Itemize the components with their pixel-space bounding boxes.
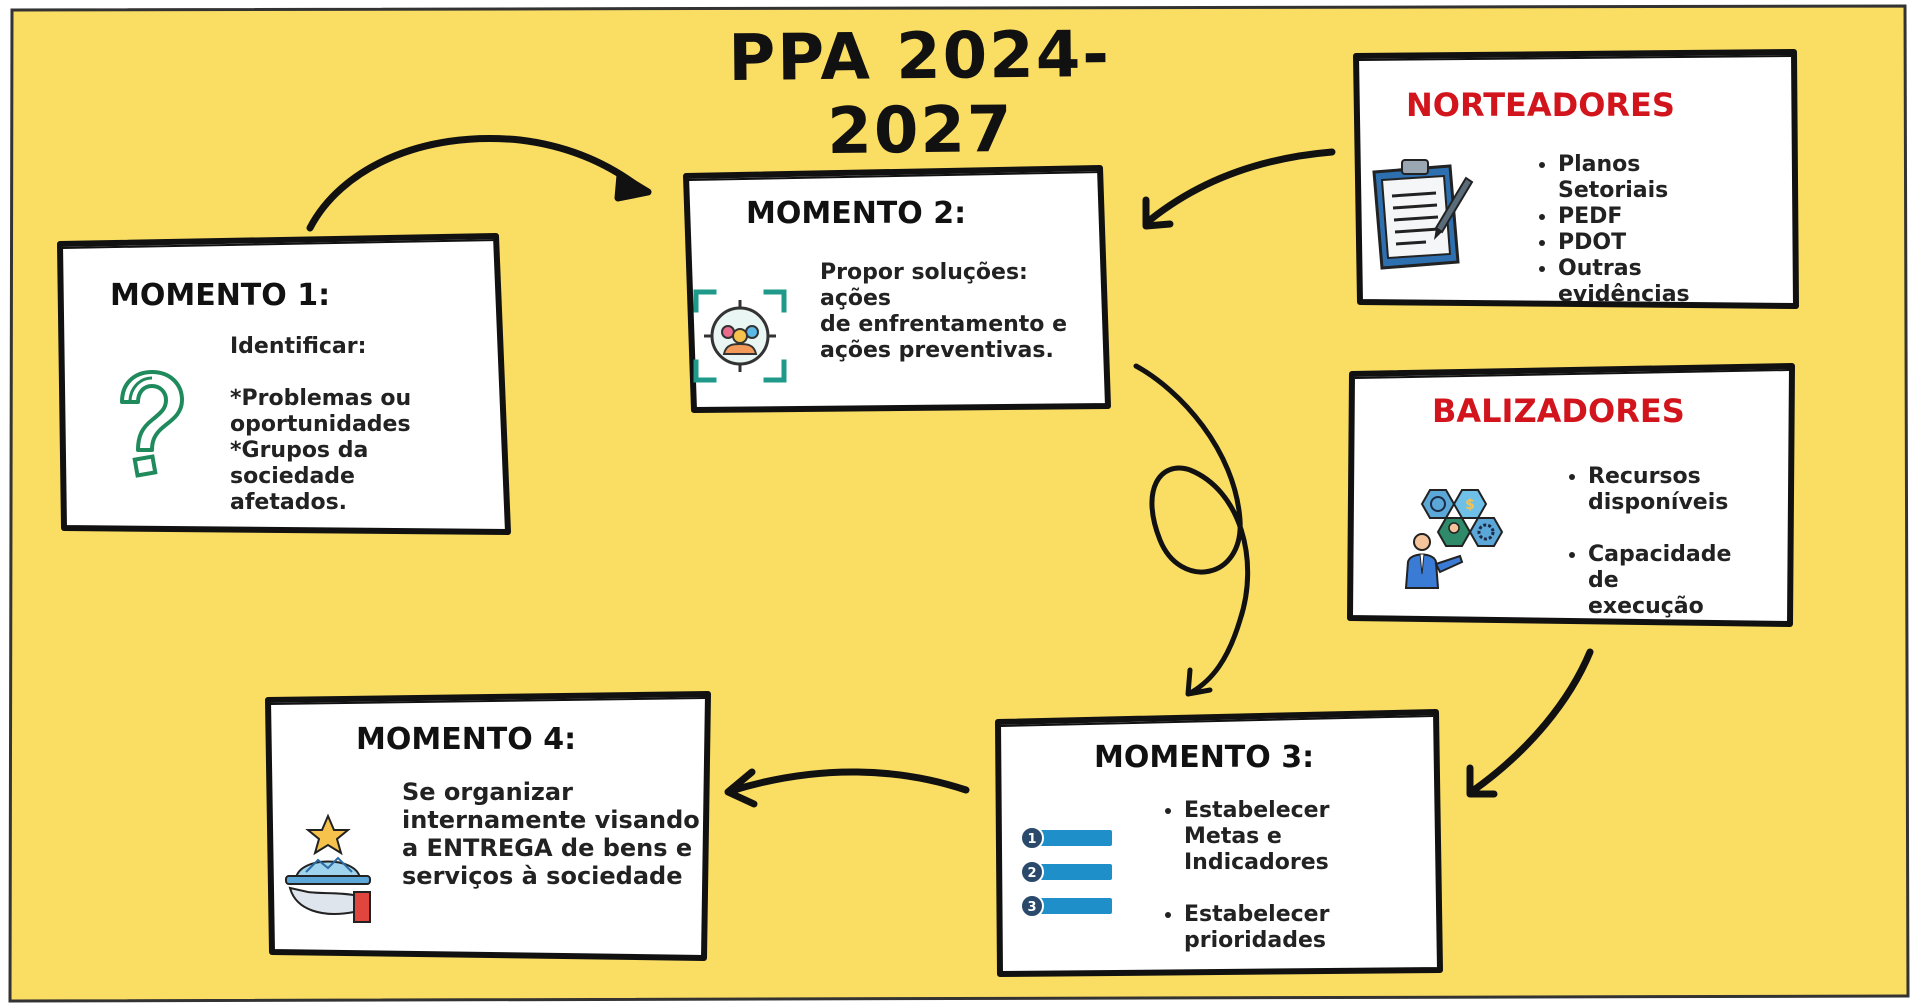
momento1-intro: Identificar: (230, 334, 367, 359)
balizadores-item: Capacidade de execução (1588, 542, 1731, 620)
norteadores-item: PDOT (1558, 230, 1690, 256)
momento3-list: Estabelecer Metas e Indicadores Estabele… (1158, 798, 1329, 954)
balizadores-item: Recursos disponíveis (1588, 464, 1731, 516)
target-group-icon (693, 289, 787, 383)
momento1-heading: MOMENTO 1: (110, 278, 331, 313)
momento2-heading: MOMENTO 2: (746, 196, 967, 231)
balizadores-item-line: execução (1588, 594, 1704, 619)
momento1-box (57, 233, 511, 535)
momento1-line: afetados. (230, 490, 348, 515)
delivery-hand-icon (285, 813, 371, 923)
momento3-item: Estabelecer Metas e Indicadores (1184, 798, 1329, 876)
balizadores-item-line: disponíveis (1588, 490, 1729, 515)
momento3-item-line: prioridades (1184, 928, 1327, 953)
balizadores-list: Recursos disponíveis Capacidade de execu… (1562, 464, 1731, 620)
numbered-list-icon: 1 2 3 (1020, 826, 1112, 916)
arrow-norteadores-to-m2 (1142, 148, 1336, 230)
momento3-item: Estabelecer prioridades (1184, 902, 1329, 954)
momento1-line: *Grupos da sociedade (230, 438, 369, 489)
momento4-line: Se organizar (402, 778, 573, 806)
clipboard-icon (1372, 159, 1474, 270)
momento1-line: *Problemas ou (230, 386, 412, 411)
momento1-text: Identificar: *Problemas ou oportunidades… (230, 334, 490, 516)
norteadores-box (1353, 49, 1799, 309)
balizadores-heading: BALIZADORES (1432, 392, 1685, 430)
momento1-line: oportunidades (230, 412, 411, 437)
balizadores-item-line: Recursos (1588, 464, 1701, 489)
balizadores-item-line: Capacidade de (1588, 542, 1732, 593)
arrow-m2-to-m3 (1133, 363, 1251, 697)
momento3-item-line: Estabelecer (1184, 902, 1330, 927)
question-mark-icon (120, 370, 184, 478)
momento4-line: a ENTREGA de bens e (402, 834, 693, 862)
norteadores-item: Planos Setoriais (1558, 152, 1690, 204)
norteadores-item: PEDF (1558, 204, 1690, 230)
momento3-item-line: Estabelecer Metas e (1184, 798, 1330, 849)
momento4-line: serviços à sociedade (402, 862, 683, 890)
list-number: 1 (1027, 832, 1036, 847)
momento4-box (265, 691, 711, 961)
norteadores-list: Planos Setoriais PEDF PDOT Outras evidên… (1532, 152, 1690, 308)
list-number: 3 (1027, 900, 1036, 915)
momento3-item-line: Indicadores (1184, 850, 1329, 875)
momento2-line: ações preventivas. (820, 338, 1054, 363)
momento2-box (683, 165, 1111, 413)
norteadores-item: Outras evidências (1558, 256, 1690, 308)
arrow-m3-to-m4 (724, 768, 970, 808)
page-title: PPA 2024-2027 (728, 18, 1112, 169)
momento4-text: Se organizar internamente visando a ENTR… (402, 778, 702, 890)
arrow-balizadores-to-m3 (1466, 648, 1594, 798)
list-number: 2 (1027, 866, 1036, 881)
momento4-heading: MOMENTO 4: (356, 722, 577, 757)
norteadores-heading: NORTEADORES (1406, 86, 1675, 124)
business-resources-icon: $ (1404, 489, 1504, 589)
momento3-heading: MOMENTO 3: (1094, 740, 1315, 775)
arrow-m1-to-m2 (306, 135, 652, 232)
momento2-line: Propor soluções: ações (820, 260, 1028, 311)
momento2-line: de enfrentamento e (820, 312, 1067, 337)
svg-text:$: $ (1465, 497, 1475, 513)
momento4-line: internamente visando (402, 806, 700, 834)
momento2-text: Propor soluções: ações de enfrentamento … (820, 260, 1100, 364)
